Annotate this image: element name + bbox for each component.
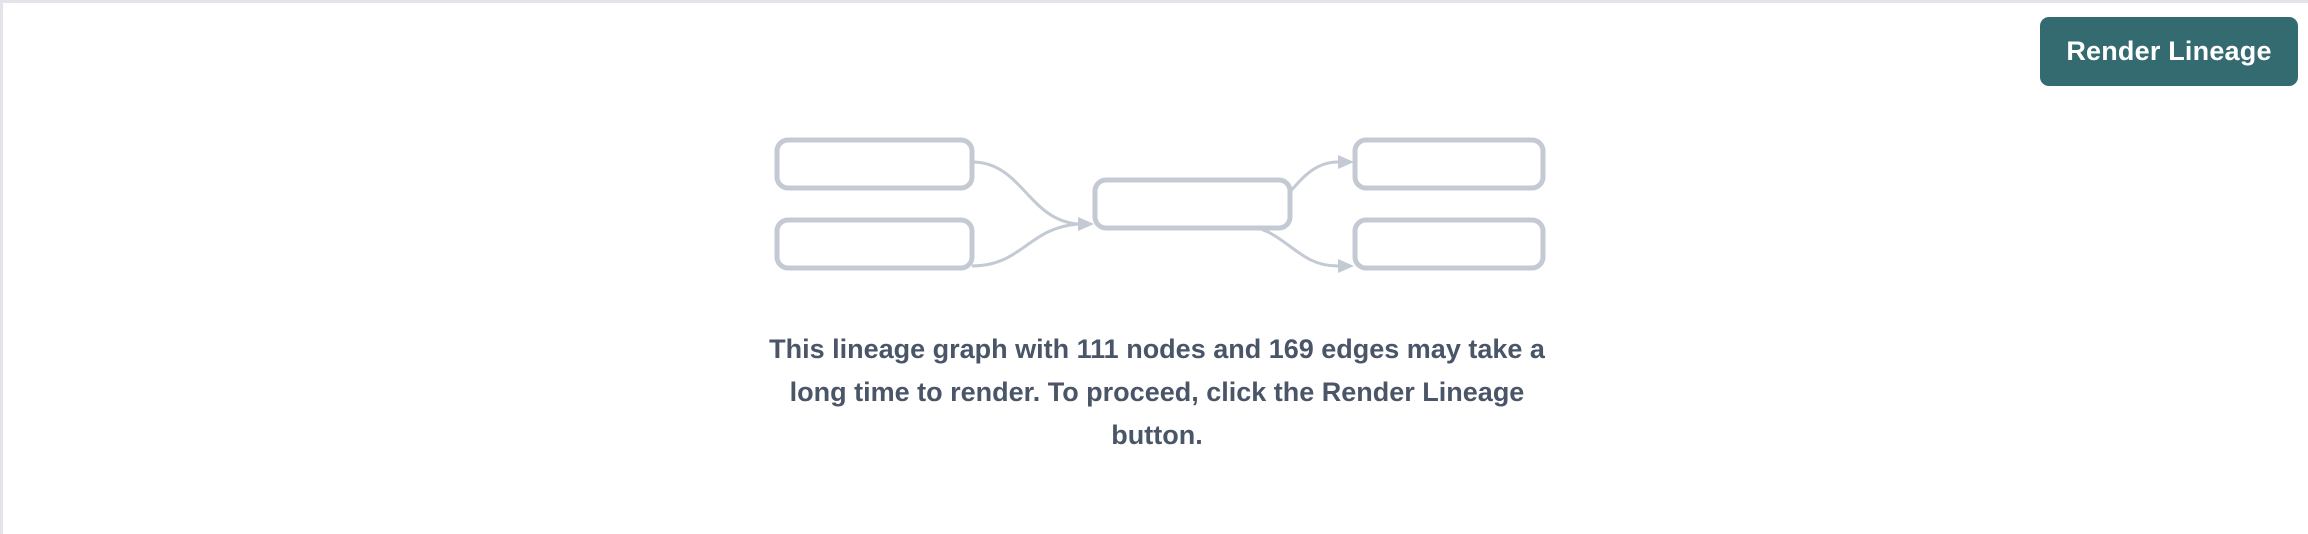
panel-left-divider	[0, 3, 3, 534]
placeholder-node-mid-1	[1092, 177, 1293, 231]
lineage-size-warning-message: This lineage graph with 111 nodes and 16…	[769, 334, 1545, 450]
placeholder-node-dst-2	[1352, 217, 1546, 271]
placeholder-node-src-2	[774, 217, 975, 271]
placeholder-arrowhead-mid-in	[1078, 217, 1094, 231]
placeholder-edge-src1-mid	[971, 160, 1079, 226]
placeholder-arrowhead-dst2-in	[1338, 259, 1354, 273]
placeholder-node-src-1	[774, 137, 975, 191]
panel-top-divider	[0, 0, 2308, 3]
placeholder-edge-src2-mid	[971, 222, 1079, 268]
render-lineage-button[interactable]: Render Lineage	[2040, 17, 2298, 86]
lineage-graph-placeholder-illustration	[760, 120, 1560, 285]
placeholder-arrowhead-dst1-in	[1338, 155, 1354, 169]
placeholder-node-dst-1	[1352, 137, 1546, 191]
